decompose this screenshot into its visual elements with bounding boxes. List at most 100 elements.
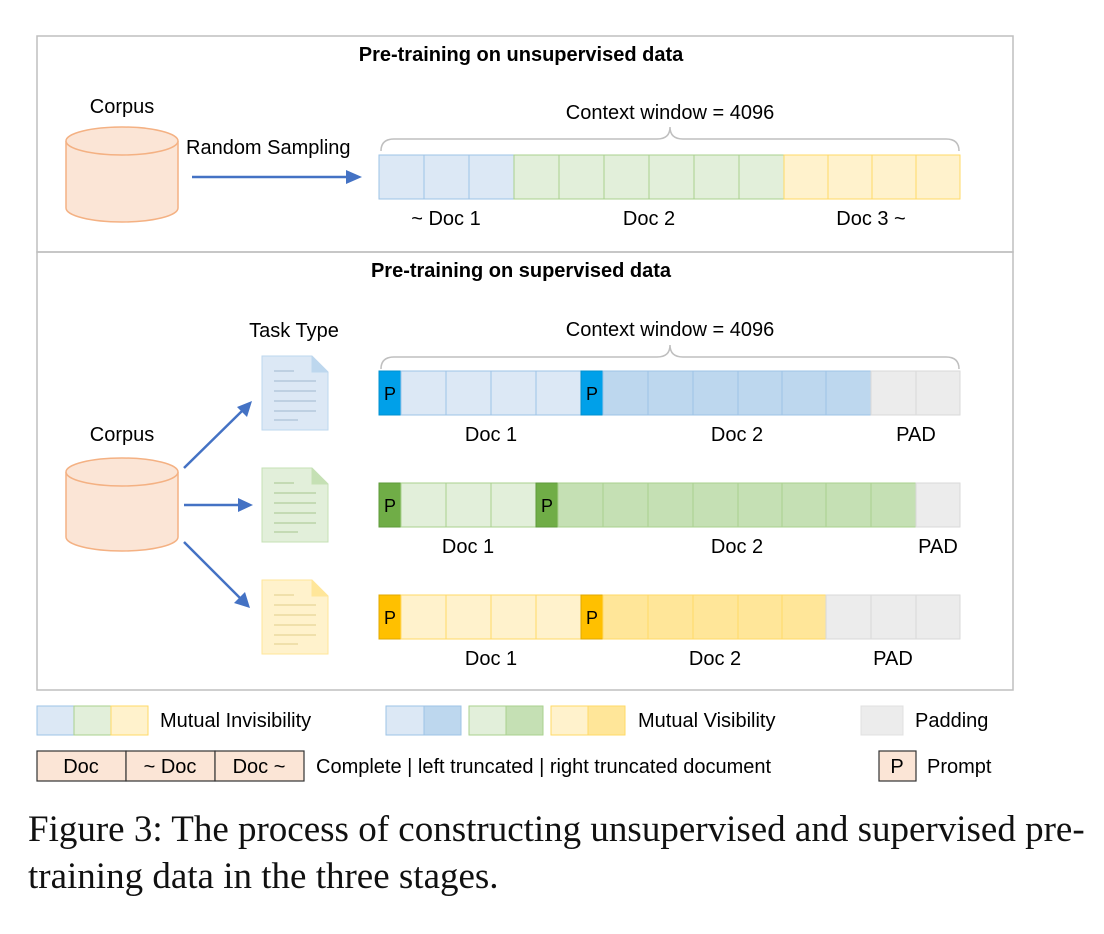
token-block [647, 370, 694, 416]
token-block [400, 370, 447, 416]
random-sampling-label: Random Sampling [186, 137, 351, 159]
task-type-label: Task Type [249, 320, 339, 342]
legend-padding-swatch [860, 705, 904, 736]
token-block [535, 594, 582, 640]
bottom-panel-frame [36, 251, 1014, 691]
document-icon [261, 467, 329, 543]
token-block [535, 370, 582, 416]
token-block [737, 370, 783, 416]
row3-doc2-label: Doc 2 [689, 648, 741, 670]
token-block [400, 594, 447, 640]
document-icon [261, 355, 329, 431]
row3-doc1-label: Doc 1 [465, 648, 517, 670]
pad-block [915, 370, 961, 416]
row2-doc2-label: Doc 2 [711, 536, 763, 558]
token-block [490, 370, 537, 416]
task-arrow-2 [184, 498, 253, 512]
row2-doc1-label: Doc 1 [442, 536, 494, 558]
pad-block [825, 594, 872, 640]
top-doc3-label: Doc 3 ~ [836, 208, 905, 230]
token-block [692, 370, 739, 416]
top-corpus-label: Corpus [90, 96, 154, 118]
token-block [781, 594, 827, 640]
token-block [870, 482, 917, 528]
token-block [423, 154, 470, 200]
legend-mutual-invisibility: Mutual Invisibility [160, 710, 311, 732]
legend-invisibility-swatches [36, 705, 149, 736]
token-block [871, 154, 917, 200]
task-arrow-1 [183, 401, 252, 469]
prompt-marker: P [541, 496, 553, 516]
legend-prompt: Prompt [927, 756, 992, 778]
bottom-title: Pre-training on supervised data [371, 260, 672, 282]
row2-pad-label: PAD [918, 536, 958, 558]
token-block [468, 154, 515, 200]
prompt-marker: P [384, 384, 396, 404]
bottom-context-label: Context window = 4096 [566, 319, 774, 341]
legend-doc-left-truncated: ~ Doc [144, 756, 197, 778]
token-block [558, 154, 605, 200]
prompt-marker: P [384, 608, 396, 628]
top-corpus-cylinder [65, 126, 179, 223]
supervised-row-2: P P [378, 482, 961, 528]
row1-doc2-label: Doc 2 [711, 424, 763, 446]
legend-prompt-box [878, 750, 917, 782]
token-block [445, 370, 492, 416]
bottom-corpus-cylinder [65, 457, 179, 552]
token-block [602, 482, 649, 528]
figure-diagram: Pre-training on unsupervised data Corpus… [36, 35, 1014, 782]
pad-block [915, 594, 961, 640]
token-block [490, 594, 537, 640]
top-doc2-label: Doc 2 [623, 208, 675, 230]
legend-doc-right-truncated: Doc ~ [233, 756, 286, 778]
task-arrow-3 [183, 541, 250, 608]
top-context-label: Context window = 4096 [566, 102, 774, 124]
legend-doc-complete: Doc [63, 756, 99, 778]
document-icon [261, 579, 329, 655]
token-block [692, 594, 739, 640]
token-block [602, 370, 649, 416]
token-block [557, 482, 604, 528]
token-block [445, 594, 492, 640]
bottom-context-brace [380, 344, 960, 370]
token-block [737, 482, 783, 528]
top-title: Pre-training on unsupervised data [359, 44, 684, 66]
prompt-marker: P [586, 384, 598, 404]
token-block [647, 594, 694, 640]
token-block [692, 482, 739, 528]
row3-pad-label: PAD [873, 648, 913, 670]
token-block [513, 154, 560, 200]
token-block [737, 594, 783, 640]
legend-visibility-swatches [385, 705, 626, 736]
row1-doc1-label: Doc 1 [465, 424, 517, 446]
token-block [648, 154, 695, 200]
token-block [825, 370, 872, 416]
token-block [603, 154, 650, 200]
top-doc1-label: ~ Doc 1 [411, 208, 480, 230]
random-sampling-arrow [192, 170, 362, 184]
token-block [693, 154, 740, 200]
legend-padding: Padding [915, 710, 988, 732]
token-block [781, 370, 827, 416]
prompt-marker: P [384, 496, 396, 516]
top-context-brace [380, 126, 960, 152]
supervised-row-3: P P [378, 594, 961, 640]
bottom-corpus-label: Corpus [90, 424, 154, 446]
supervised-row-1: P P [378, 370, 961, 416]
token-block [827, 154, 873, 200]
token-block [738, 154, 785, 200]
token-block [378, 154, 425, 200]
pad-block [870, 370, 917, 416]
prompt-marker: P [586, 608, 598, 628]
top-token-strip [378, 154, 961, 200]
token-block [647, 482, 694, 528]
legend-prompt-marker: P [890, 756, 903, 778]
legend-mutual-visibility: Mutual Visibility [638, 710, 775, 732]
token-block [781, 482, 827, 528]
token-block [825, 482, 872, 528]
token-block [783, 154, 829, 200]
pad-block [870, 594, 917, 640]
token-block [915, 154, 961, 200]
token-block [490, 482, 537, 528]
token-block [400, 482, 447, 528]
